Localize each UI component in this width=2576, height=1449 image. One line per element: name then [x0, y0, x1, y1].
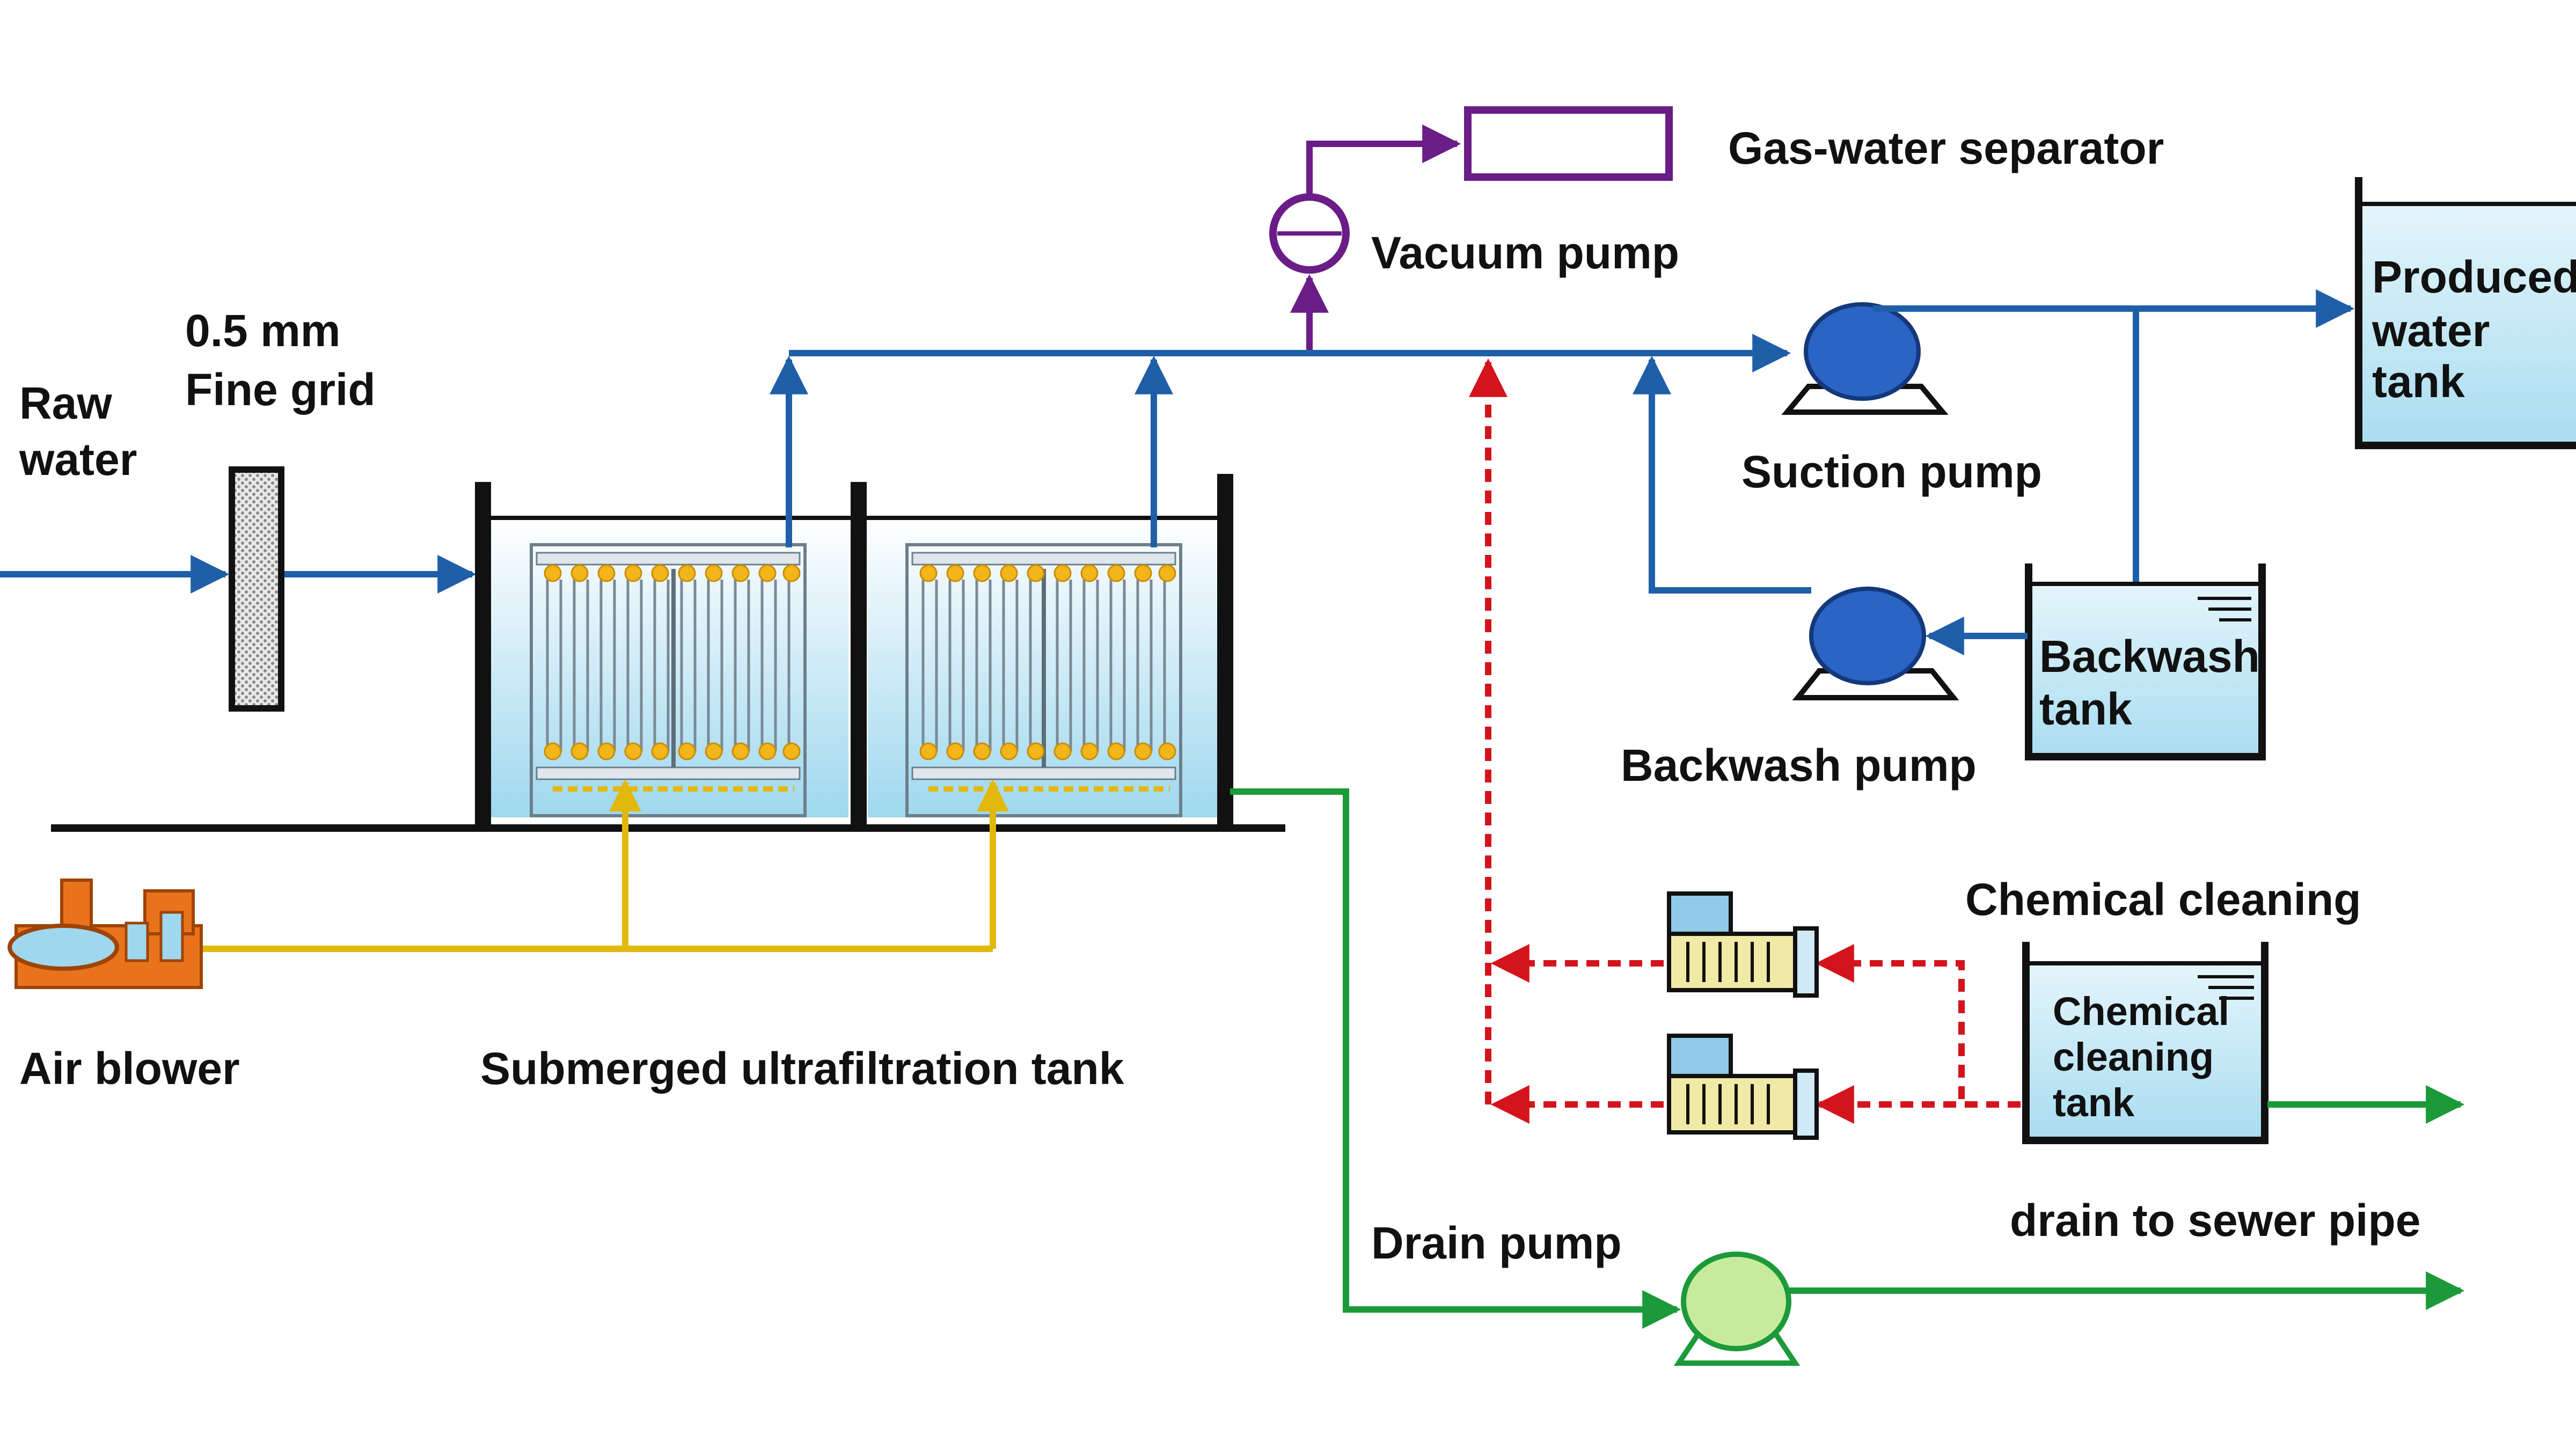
- fine-grid-icon: [229, 466, 284, 712]
- backwash-tank-label: Backwash tank: [2039, 631, 2272, 734]
- permeate-header: [770, 334, 1791, 547]
- chemical-cleaning-tank: [2022, 942, 2268, 1144]
- chemical-cleaning-tank-label: Chemical cleaning tank: [2053, 989, 2241, 1125]
- submerged-uf-tank-label: Submerged ultrafiltration tank: [480, 1043, 1124, 1094]
- membrane-module-icon: [905, 543, 1182, 817]
- membrane-module-icon: [530, 543, 807, 817]
- backwash-tank: [2025, 564, 2266, 760]
- air-blower-label: Air blower: [19, 1043, 240, 1094]
- dosing-pump-icon: [1667, 891, 1819, 998]
- fine-grid-label: 0.5 mm Fine grid: [185, 305, 376, 415]
- chemical-cleaning-label: Chemical cleaning: [1965, 874, 2361, 925]
- raw-water-label: Raw water: [19, 378, 137, 485]
- chemical-dosing-lines: [1469, 358, 2021, 1124]
- drain-to-sewer-label: drain to sewer pipe: [2010, 1195, 2421, 1246]
- dosing-pump-icon: [1667, 1034, 1819, 1140]
- gas-water-separator-label: Gas-water separator: [1728, 123, 2164, 173]
- vacuum-pump-label: Vacuum pump: [1371, 228, 1679, 278]
- submerged-uf-tank: [51, 474, 1285, 832]
- gas-water-separator-icon: [1464, 106, 1673, 181]
- produced-water-tank: [2355, 177, 2576, 449]
- drain-pump-label: Drain pump: [1371, 1218, 1622, 1268]
- suction-pump-label: Suction pump: [1741, 447, 2042, 497]
- vacuum-pump-icon: [1269, 193, 1350, 274]
- backwash-pump-icon: [1792, 587, 1959, 700]
- vacuum-line: [1290, 125, 1461, 350]
- aeration-line: [203, 779, 1009, 952]
- suction-pump-icon: [1781, 302, 1949, 415]
- air-blower-icon: [8, 879, 203, 989]
- backwash-pump-label: Backwash pump: [1621, 740, 1977, 791]
- produced-water-tank-label: Produced water tank: [2372, 252, 2576, 407]
- drain-line: [1230, 788, 1681, 1329]
- drain-pump-icon: [1673, 1252, 1801, 1366]
